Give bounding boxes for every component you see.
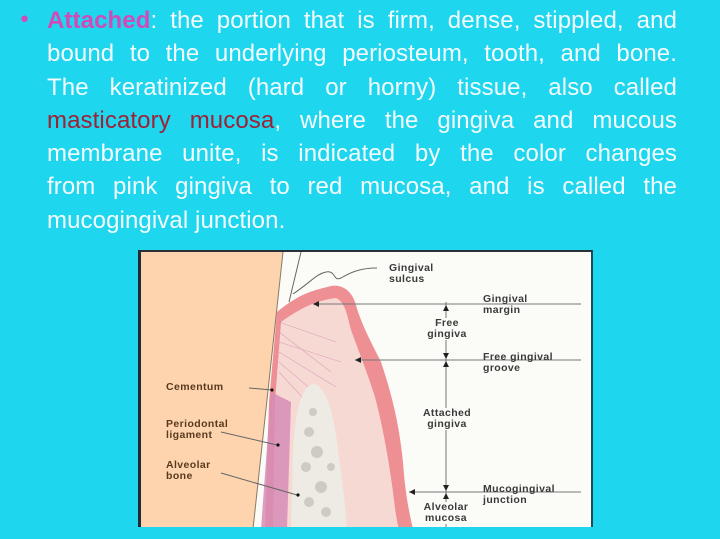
label-gingival-sulcus: Gingival sulcus	[389, 262, 434, 285]
text-line-1: Attached: the portion that is firm, dens…	[47, 7, 677, 34]
label-mucogingival-junction: Mucogingival junction	[483, 483, 555, 506]
text-line-7: mucogingival junction.	[47, 206, 286, 234]
gingiva-illustration	[141, 252, 581, 527]
text-line-5: membrane unite, is indicated by the colo…	[47, 140, 677, 168]
label-cementum: Cementum	[166, 381, 224, 393]
text-line-3: The keratinized (hard or horny) tissue, …	[47, 73, 677, 101]
label-alveolar-bone: Alveolar bone	[166, 459, 211, 482]
label-attached-gingiva: Attached gingiva	[409, 408, 485, 430]
text-line-2: bound to the underlying periosteum, toot…	[47, 40, 677, 68]
label-gingival-margin: Gingival margin	[483, 293, 528, 316]
text-line-4: masticatory mucosa, where the gingiva an…	[47, 106, 677, 134]
text-line-6: from pink gingiva to red mucosa, and is …	[47, 173, 677, 201]
label-free-gingiva: Free gingiva	[417, 318, 477, 340]
bullet-paragraph: Attached: the portion that is firm, dens…	[47, 4, 677, 237]
label-periodontal-ligament: Periodontal ligament	[166, 418, 229, 441]
bullet-dot-icon: •	[18, 8, 31, 33]
term-attached: Attached	[47, 7, 151, 34]
label-alveolar-mucosa: Alveolar mucosa	[413, 502, 479, 524]
term-masticatory-mucosa: masticatory mucosa	[47, 106, 275, 134]
gingiva-diagram: Cementum Periodontal ligament Alveolar b…	[138, 250, 593, 527]
label-free-gingival-groove: Free gingival groove	[483, 351, 553, 374]
